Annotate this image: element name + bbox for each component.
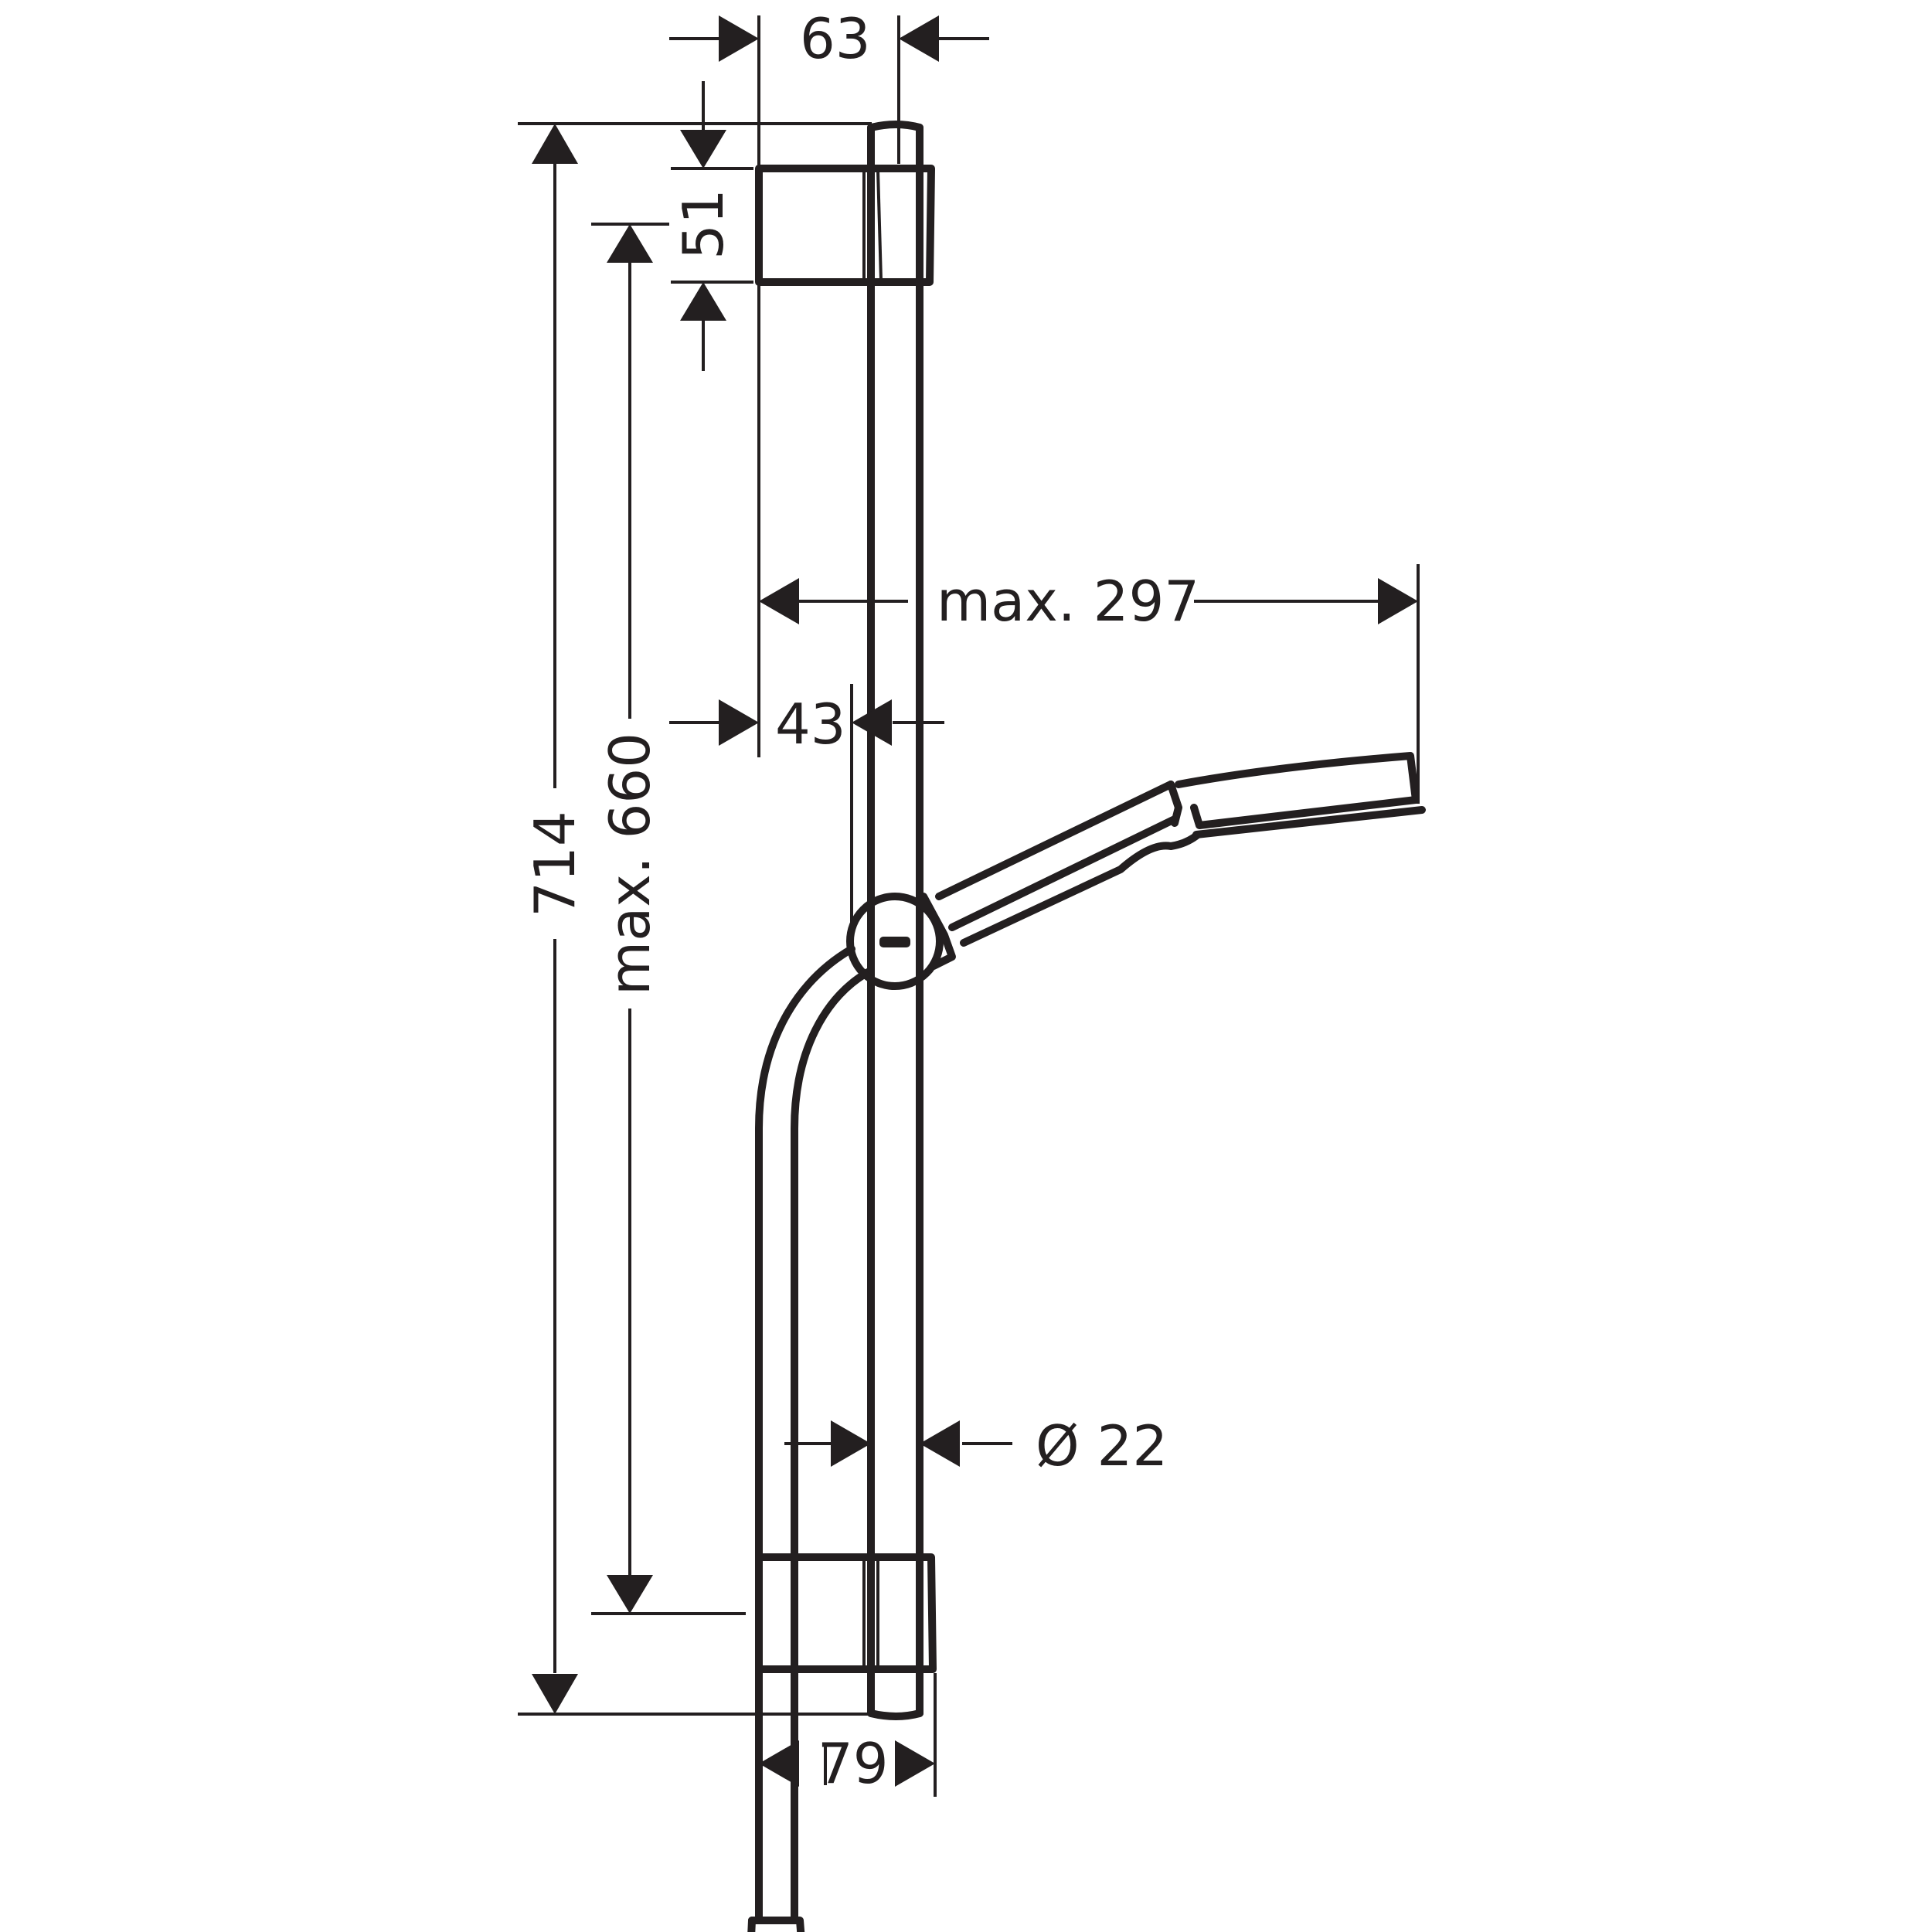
dimension-label-rail-diameter: Ø 22	[1036, 1413, 1168, 1478]
dimension-bottom-width: 79	[759, 1673, 937, 1797]
dimension-handle-offset: 43	[669, 684, 944, 951]
shower-rail	[867, 121, 923, 1720]
dimension-top-width: 63	[669, 6, 989, 166]
dimension-label-max-reach: max. 297	[937, 569, 1199, 634]
dimension-overall-height: 714	[518, 122, 872, 1716]
dimension-holder-height: 51	[671, 81, 753, 371]
dimension-label-bottom-width: 79	[818, 1731, 889, 1796]
slider-button-icon	[879, 937, 910, 947]
bottom-wall-bracket	[755, 1553, 937, 1673]
dimension-label-holder-height: 51	[671, 189, 736, 260]
dimension-max-height: max. 660	[591, 223, 746, 1615]
dimension-rail-diameter: Ø 22	[784, 1413, 1168, 1478]
dimension-label-overall-height: 714	[522, 811, 587, 917]
shower-slider	[846, 893, 956, 990]
dimension-label-top-width: 63	[800, 6, 871, 71]
dimension-label-max-height: max. 660	[597, 733, 662, 995]
top-wall-bracket	[755, 165, 935, 286]
hand-shower	[935, 752, 1426, 947]
dimension-label-handle-offset: 43	[775, 692, 846, 757]
shower-hose	[747, 945, 872, 1932]
dimension-max-reach: max. 297	[757, 282, 1420, 804]
